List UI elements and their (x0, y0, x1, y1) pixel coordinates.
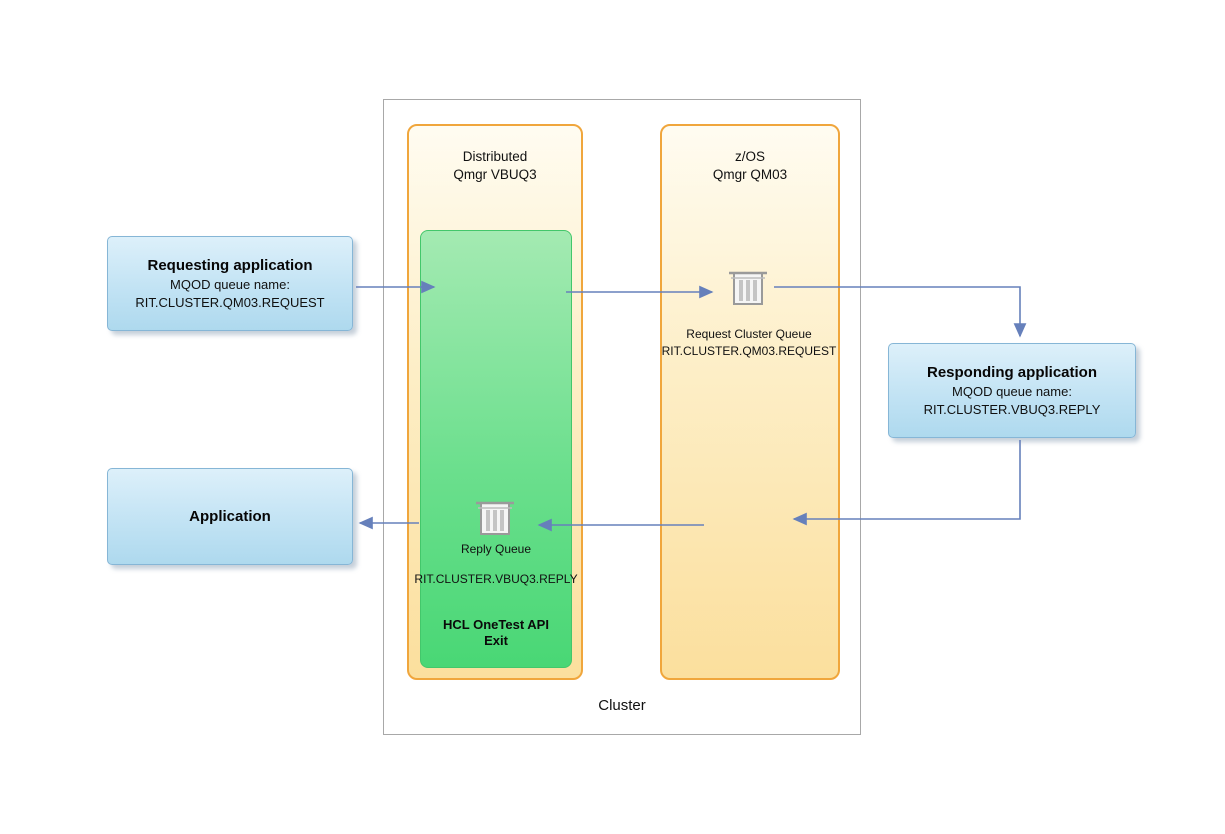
responding-application-title: Responding application (926, 364, 1097, 381)
request-queue-title: Request Cluster Queue (686, 327, 812, 341)
requesting-application-title: Requesting application (147, 257, 313, 274)
reply-queue-title: Reply Queue (460, 542, 532, 556)
requesting-application-box: Requesting application MQOD queue name: … (107, 236, 353, 331)
requesting-application-subtitle: MQOD queue name: (170, 277, 290, 292)
responding-application-box: Responding application MQOD queue name: … (888, 343, 1136, 438)
qmgr-zos-box: z/OS Qmgr QM03 (660, 124, 840, 680)
onetest-api-exit-title: HCL OneTest API Exit (412, 617, 580, 649)
request-queue-label: Request Cluster Queue RIT.CLUSTER.QM03.R… (653, 326, 845, 360)
qmgr-zos-line2: Qmgr QM03 (712, 167, 788, 182)
qmgr-distributed-line2: Qmgr VBUQ3 (453, 167, 537, 182)
exit-title-line1: HCL OneTest API (443, 617, 549, 632)
request-queue-icon (729, 271, 767, 305)
exit-title-line2: Exit (484, 633, 508, 648)
requesting-application-queue-name: RIT.CLUSTER.QM03.REQUEST (135, 295, 325, 310)
reply-queue-name: RIT.CLUSTER.VBUQ3.REPLY (414, 572, 578, 586)
request-queue-name: RIT.CLUSTER.QM03.REQUEST (661, 344, 837, 358)
application-box: Application (107, 468, 353, 565)
application-title: Application (189, 508, 271, 525)
responding-application-queue-name: RIT.CLUSTER.VBUQ3.REPLY (923, 402, 1101, 417)
qmgr-zos-line1: z/OS (734, 149, 765, 164)
reply-queue-icon (476, 501, 514, 535)
cluster-label: Cluster (598, 697, 646, 714)
qmgr-distributed-line1: Distributed (462, 149, 528, 164)
qmgr-zos-title: z/OS Qmgr QM03 (662, 148, 838, 184)
responding-application-subtitle: MQOD queue name: (952, 384, 1072, 399)
qmgr-distributed-title: Distributed Qmgr VBUQ3 (409, 148, 581, 184)
onetest-api-exit-box (420, 230, 572, 668)
